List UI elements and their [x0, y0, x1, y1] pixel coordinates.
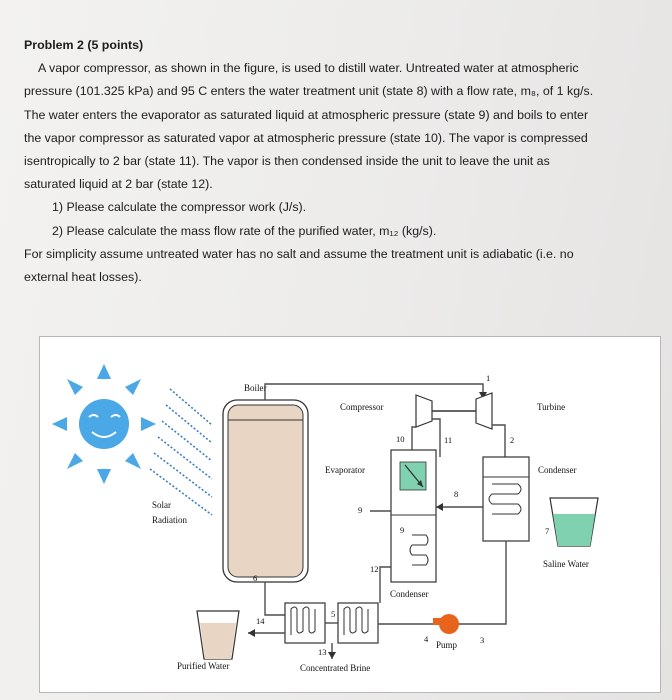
system-diagram: Solar Radiation Boiler 1 Compressor Turb…: [39, 336, 661, 693]
note-line: external heat losses).: [24, 270, 142, 285]
boiler-label: Boiler: [244, 383, 267, 393]
state-8: 8: [454, 489, 458, 499]
state-1: 1: [486, 373, 490, 383]
condenser-coil: [409, 534, 429, 566]
pipe-12: [379, 566, 391, 603]
pipe-1: [264, 383, 484, 400]
sun-icon: [52, 364, 156, 484]
purified-water-label: Purified Water: [177, 661, 229, 671]
problem-line: isentropically to 2 bar (state 11). The …: [24, 154, 550, 169]
state-12: 12: [370, 564, 379, 574]
problem-line: A vapor compressor, as shown in the figu…: [38, 61, 579, 76]
state-9b: 9: [400, 525, 404, 535]
boiler-inner: [227, 404, 304, 578]
heat-exchanger-left: [284, 602, 326, 644]
note-line: For simplicity assume untreated water ha…: [24, 246, 574, 261]
state-2: 2: [510, 435, 514, 445]
heat-exchanger-right: [337, 602, 379, 644]
state-5: 5: [331, 609, 335, 619]
concentrated-brine-label: Concentrated Brine: [300, 663, 370, 673]
state-7: 7: [545, 526, 549, 536]
state-13: 13: [318, 647, 327, 657]
question-1: 1) Please calculate the compressor work …: [52, 200, 307, 215]
state-14: 14: [256, 616, 265, 626]
pump-label: Pump: [436, 640, 458, 650]
pipe-6: [264, 582, 285, 616]
saline-water-fill: [553, 514, 595, 546]
state-10: 10: [396, 434, 405, 444]
state-4: 4: [424, 634, 429, 644]
compressor-label: Compressor: [340, 402, 384, 412]
condenser-bottom-label: Condenser: [390, 589, 429, 599]
solar-label: Solar: [152, 500, 171, 510]
pipe-2: [492, 424, 506, 457]
problem-line: the vapor compressor as saturated vapor …: [24, 130, 588, 145]
evaporator-label: Evaporator: [325, 465, 365, 475]
solar-rays: [149, 388, 213, 516]
right-condenser: [482, 456, 530, 542]
question-2: 2) Please calculate the mass flow rate o…: [52, 223, 437, 238]
problem-text: Problem 2 (5 points) A vapor compressor,…: [24, 34, 660, 289]
saline-water-label: Saline Water: [543, 559, 589, 569]
pump-icon: [439, 614, 459, 634]
state-9a: 9: [358, 505, 362, 515]
state-6: 6: [253, 573, 257, 583]
turbine-shape: [475, 392, 493, 430]
state-3: 3: [480, 635, 484, 645]
problem-title: Problem 2 (5 points): [24, 38, 144, 52]
radiation-label: Radiation: [152, 515, 187, 525]
pipe-3: [458, 541, 507, 625]
problem-line: saturated liquid at 2 bar (state 12).: [24, 177, 213, 192]
condenser-right-label: Condenser: [538, 465, 577, 475]
problem-line: The water enters the evaporator as satur…: [24, 107, 589, 122]
problem-line: pressure (101.325 kPa) and 95 C enters t…: [24, 84, 594, 99]
diagram-svg: Solar Radiation Boiler 1 Compressor Turb…: [52, 364, 599, 673]
state-11: 11: [444, 435, 452, 445]
turbine-label: Turbine: [537, 402, 565, 412]
compressor-shape: [415, 394, 433, 428]
pipe-10-11: [411, 418, 441, 457]
